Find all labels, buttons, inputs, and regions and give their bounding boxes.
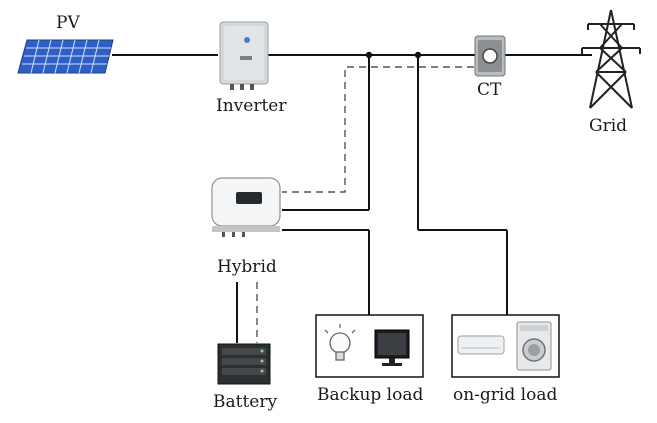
backup-load-label: Backup load xyxy=(317,385,424,405)
monitor-icon xyxy=(374,329,410,366)
line-ct-hybrid-dashed xyxy=(282,66,474,193)
washing-machine-icon xyxy=(516,321,552,371)
air-conditioner-icon xyxy=(457,335,505,355)
current-transformer-icon xyxy=(474,35,506,77)
battery-label: Battery xyxy=(213,392,278,412)
inverter-icon xyxy=(219,21,269,90)
transmission-tower-icon xyxy=(581,9,641,109)
hybrid-inverter-icon xyxy=(211,177,281,237)
pv-label: PV xyxy=(56,13,80,33)
connection-lines xyxy=(112,54,592,343)
on-grid-load-label: on-grid load xyxy=(453,385,558,405)
light-bulb-icon xyxy=(324,324,356,361)
battery-rack-icon xyxy=(217,343,271,385)
inverter-label: Inverter xyxy=(216,96,287,116)
grid-label: Grid xyxy=(589,116,628,136)
solar-panel-icon xyxy=(17,39,114,74)
junction-hybrid xyxy=(365,51,373,59)
junction-ongrid xyxy=(414,51,422,59)
hybrid-label: Hybrid xyxy=(217,257,277,277)
ct-label: CT xyxy=(477,80,502,100)
dashed-lines xyxy=(256,66,474,343)
